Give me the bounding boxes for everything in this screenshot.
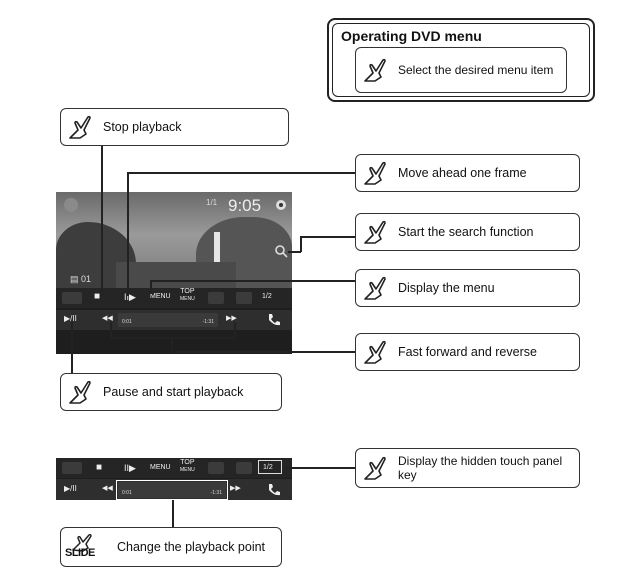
hand-pointer-icon xyxy=(364,456,386,480)
stop-button[interactable]: ■ xyxy=(94,291,101,302)
seek-bar[interactable]: 0:01 -1:31 xyxy=(118,313,218,327)
chapter-indicator: ▤ 01 xyxy=(70,274,92,284)
stop-callout-text: Stop playback xyxy=(103,120,182,134)
phone-icon[interactable] xyxy=(266,312,282,328)
play-pause-button[interactable]: ▶/II xyxy=(64,314,77,323)
top-menu-label-1: TOP xyxy=(180,288,195,295)
stop-callout: Stop playback xyxy=(60,108,289,146)
frame-advance-button[interactable]: II▶ xyxy=(124,463,136,473)
frame-callout-text: Move ahead one frame xyxy=(398,166,527,180)
menu-button[interactable]: MENU xyxy=(150,293,171,300)
hand-pointer-icon xyxy=(364,340,386,364)
top-menu-label-1: TOP xyxy=(180,459,195,466)
pause-callout-text: Pause and start playback xyxy=(103,385,244,399)
clock: 9:05 xyxy=(228,196,262,215)
fast-forward-button[interactable]: ▶▶ xyxy=(226,315,237,322)
hidden-key-callout-text: Display the hidden touch panel key xyxy=(398,454,563,482)
gear-icon[interactable] xyxy=(274,198,288,212)
chapter-number: 01 xyxy=(81,274,92,284)
blank-key-3[interactable] xyxy=(236,462,252,474)
blank-key-2[interactable] xyxy=(208,462,224,474)
back-chevron-icon[interactable] xyxy=(64,198,78,212)
page-indicator[interactable]: 1/2 xyxy=(262,293,272,300)
rewind-button[interactable]: ◀◀ xyxy=(102,315,113,322)
pause-callout: Pause and start playback xyxy=(60,373,282,411)
stop-button[interactable]: ■ xyxy=(96,462,103,473)
time-end: -1:31 xyxy=(210,490,222,496)
hand-pointer-icon xyxy=(69,115,91,139)
top-menu-label-2: MENU xyxy=(180,296,195,302)
top-fraction: 1/1 xyxy=(206,198,218,207)
ffrev-callout: Fast forward and reverse xyxy=(355,333,580,371)
menu-button[interactable]: MENU xyxy=(150,464,171,471)
fast-forward-button[interactable]: ▶▶ xyxy=(230,485,241,492)
blank-key-2[interactable] xyxy=(208,292,224,304)
dvd-menu-instruction-callout: Select the desired menu item xyxy=(355,47,567,93)
slide-icon-text: SLIDE xyxy=(65,547,95,559)
frame-advance-button[interactable]: II▶ xyxy=(124,292,136,302)
playback-point-callout: SLIDE Change the playback point xyxy=(60,527,282,567)
hand-pointer-icon xyxy=(364,276,386,300)
seek-bar[interactable]: 0:01 -1:31 xyxy=(118,482,226,498)
top-menu-label-2: MENU xyxy=(180,467,195,473)
blank-key-1[interactable] xyxy=(62,292,82,304)
blank-key-1[interactable] xyxy=(62,462,82,474)
frame-callout: Move ahead one frame xyxy=(355,154,580,192)
ffrev-callout-text: Fast forward and reverse xyxy=(398,345,537,359)
dvd-menu-box: Operating DVD menu Select the desired me… xyxy=(327,18,595,102)
search-callout: Start the search function xyxy=(355,213,580,251)
play-pause-button[interactable]: ▶/II xyxy=(64,484,77,493)
seek-bar-highlight xyxy=(116,480,228,500)
page-indicator: 1/2 xyxy=(263,464,273,471)
time-end: -1:31 xyxy=(202,319,214,325)
hand-pointer-icon xyxy=(364,161,386,185)
hand-pointer-icon xyxy=(69,380,91,404)
menu-callout: Display the menu xyxy=(355,269,580,307)
hand-pointer-icon xyxy=(364,220,386,244)
phone-icon[interactable] xyxy=(266,482,282,498)
blank-key-3[interactable] xyxy=(236,292,252,304)
time-start: 0:01 xyxy=(122,490,132,496)
time-start: 0:01 xyxy=(122,319,132,325)
playback-point-callout-text: Change the playback point xyxy=(117,540,266,554)
dvd-menu-title: Operating DVD menu xyxy=(341,28,482,44)
dvd-menu-instruction-text: Select the desired menu item xyxy=(398,63,554,77)
hand-pointer-icon xyxy=(364,58,386,82)
menu-callout-text: Display the menu xyxy=(398,281,495,295)
slide-gesture-icon: SLIDE xyxy=(65,534,99,562)
rewind-button[interactable]: ◀◀ xyxy=(102,485,113,492)
search-icon[interactable] xyxy=(274,244,288,258)
hidden-key-callout: Display the hidden touch panel key xyxy=(355,448,580,488)
page-indicator-box[interactable]: 1/2 xyxy=(258,460,282,474)
search-callout-text: Start the search function xyxy=(398,225,534,239)
